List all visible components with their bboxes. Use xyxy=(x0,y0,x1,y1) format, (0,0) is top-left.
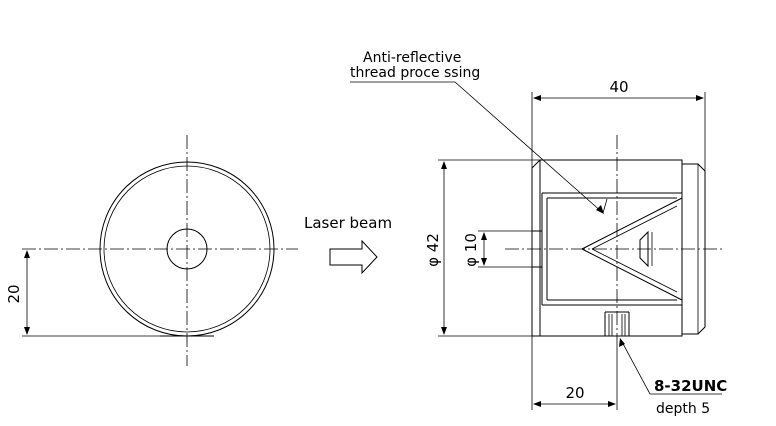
side-body-outline xyxy=(539,159,683,337)
side-chamfer-left xyxy=(531,159,541,169)
front-height-dimension: 20 xyxy=(5,284,23,303)
dim-arrow-thread-left xyxy=(533,401,541,407)
bore-diameter-dimension: φ 10 xyxy=(462,233,480,267)
dim-arrow-bore-bottom xyxy=(481,258,487,266)
outer-diameter-dimension: φ 42 xyxy=(424,233,442,267)
side-inner-chamber xyxy=(541,192,682,306)
thread-depth-label: depth 5 xyxy=(656,401,710,417)
side-view: 40 φ 42 φ 10 20 xyxy=(350,78,725,410)
side-thread-hatch xyxy=(608,314,626,336)
annotation-leader-tick xyxy=(602,198,608,214)
side-cone-inner xyxy=(591,205,678,293)
front-view: 20 xyxy=(5,135,298,366)
front-dim-arrow-top xyxy=(24,250,30,258)
dim-arrow-od-top xyxy=(441,161,447,169)
dim-arrow-thread-right xyxy=(608,401,616,407)
dim-arrow-bore-top xyxy=(481,232,487,240)
front-dim-arrow-bottom xyxy=(24,327,30,335)
laser-beam-label: Laser beam xyxy=(304,214,392,232)
thread-leader xyxy=(620,339,722,395)
thread-spec-label: 8-32UNC xyxy=(654,377,727,395)
annotation-antireflective-line1: Anti-reflective xyxy=(363,50,461,66)
dim-arrow-length-right xyxy=(696,95,704,101)
thread-leader-arrow xyxy=(619,338,625,347)
side-cone xyxy=(581,197,683,301)
overall-length-dimension: 40 xyxy=(609,78,628,96)
dim-arrow-od-bottom xyxy=(441,327,447,335)
annotation-leader-arrow xyxy=(596,205,604,214)
laser-beam-indicator: Laser beam xyxy=(304,214,392,275)
laser-beam-arrow xyxy=(329,239,378,275)
thread-offset-dimension: 20 xyxy=(565,384,584,402)
annotation-antireflective-line2: thread proce ssing xyxy=(350,65,480,81)
annotation-leader-antireflective xyxy=(350,81,604,214)
dim-arrow-length-left xyxy=(533,95,541,101)
side-tip-pocket xyxy=(639,230,649,268)
